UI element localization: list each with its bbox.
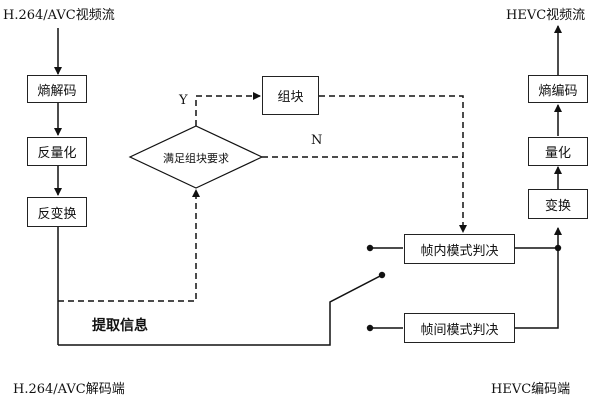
dashed-block-to-intra [319,95,467,233]
encoder-footer-label: HEVC编码端 [491,382,571,397]
inter-mode-decision-box: 帧间模式判决 [404,313,515,343]
inverse-transform-box: 反变换 [27,197,87,227]
line-trunk-to-switch [58,274,383,346]
switch-contact-inter [366,324,374,332]
yes-label: Y [179,93,188,108]
entropy-encode-box: 熵编码 [528,75,588,103]
decoder-footer-label: H.264/AVC解码端 [13,382,125,397]
decision-label: 满足组块要求 [163,152,229,165]
switch-contact-pivot [378,271,386,279]
block-box: 组块 [262,76,319,115]
line-inter-output [515,227,562,329]
output-stream-label: HEVC视频流 [506,8,586,23]
no-label: N [311,133,323,148]
junction-dot [554,244,562,252]
extract-info-label: 提取信息 [92,318,148,334]
entropy-decode-box: 熵解码 [27,75,87,103]
input-stream-label: H.264/AVC视频流 [3,8,115,23]
transform-box: 变换 [528,189,588,219]
dashed-yes-to-block [195,92,261,126]
dequantization-box: 反量化 [27,137,87,166]
decision-diamond [128,125,264,189]
dashed-extract-to-decision [58,189,200,302]
switch-contact-intra [366,244,374,252]
intra-mode-decision-box: 帧内模式判决 [404,234,515,264]
quantization-box: 量化 [528,137,588,166]
